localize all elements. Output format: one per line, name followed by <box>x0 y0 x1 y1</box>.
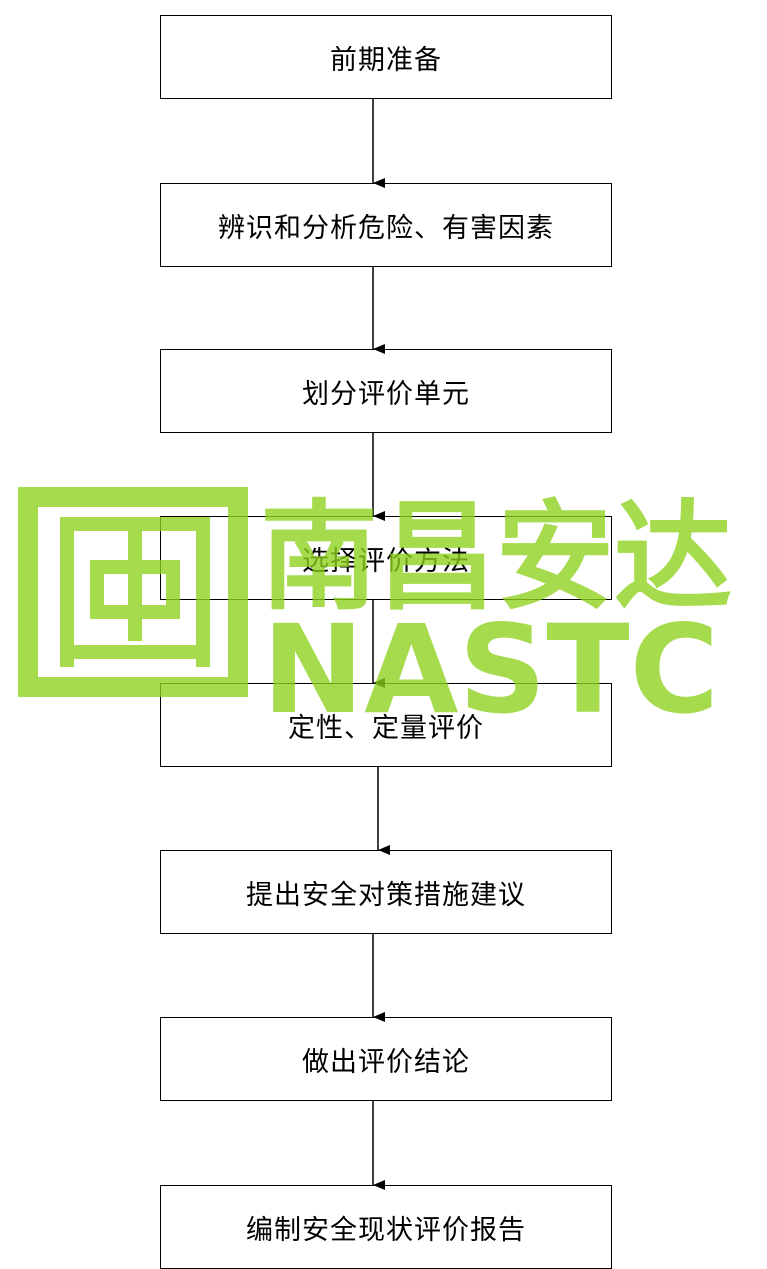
flow-step-box: 定性、定量评价 <box>160 683 612 767</box>
flow-step-box: 辨识和分析危险、有害因素 <box>160 183 612 267</box>
flow-step-box: 前期准备 <box>160 15 612 99</box>
flow-step-label: 选择评价方法 <box>302 545 470 577</box>
flow-step-box: 编制安全现状评价报告 <box>160 1185 612 1269</box>
flow-step-box: 做出评价结论 <box>160 1017 612 1101</box>
flow-step-box: 提出安全对策措施建议 <box>160 850 612 934</box>
flow-step-label: 辨识和分析危险、有害因素 <box>218 212 554 244</box>
flow-step-box: 选择评价方法 <box>160 516 612 600</box>
flow-step-label: 做出评价结论 <box>302 1046 470 1078</box>
flow-step-label: 编制安全现状评价报告 <box>246 1214 526 1246</box>
flow-step-label: 提出安全对策措施建议 <box>246 879 526 911</box>
flow-step-label: 定性、定量评价 <box>288 712 484 744</box>
flow-step-label: 划分评价单元 <box>302 378 470 410</box>
flow-step-box: 划分评价单元 <box>160 349 612 433</box>
flow-step-label: 前期准备 <box>330 44 442 76</box>
